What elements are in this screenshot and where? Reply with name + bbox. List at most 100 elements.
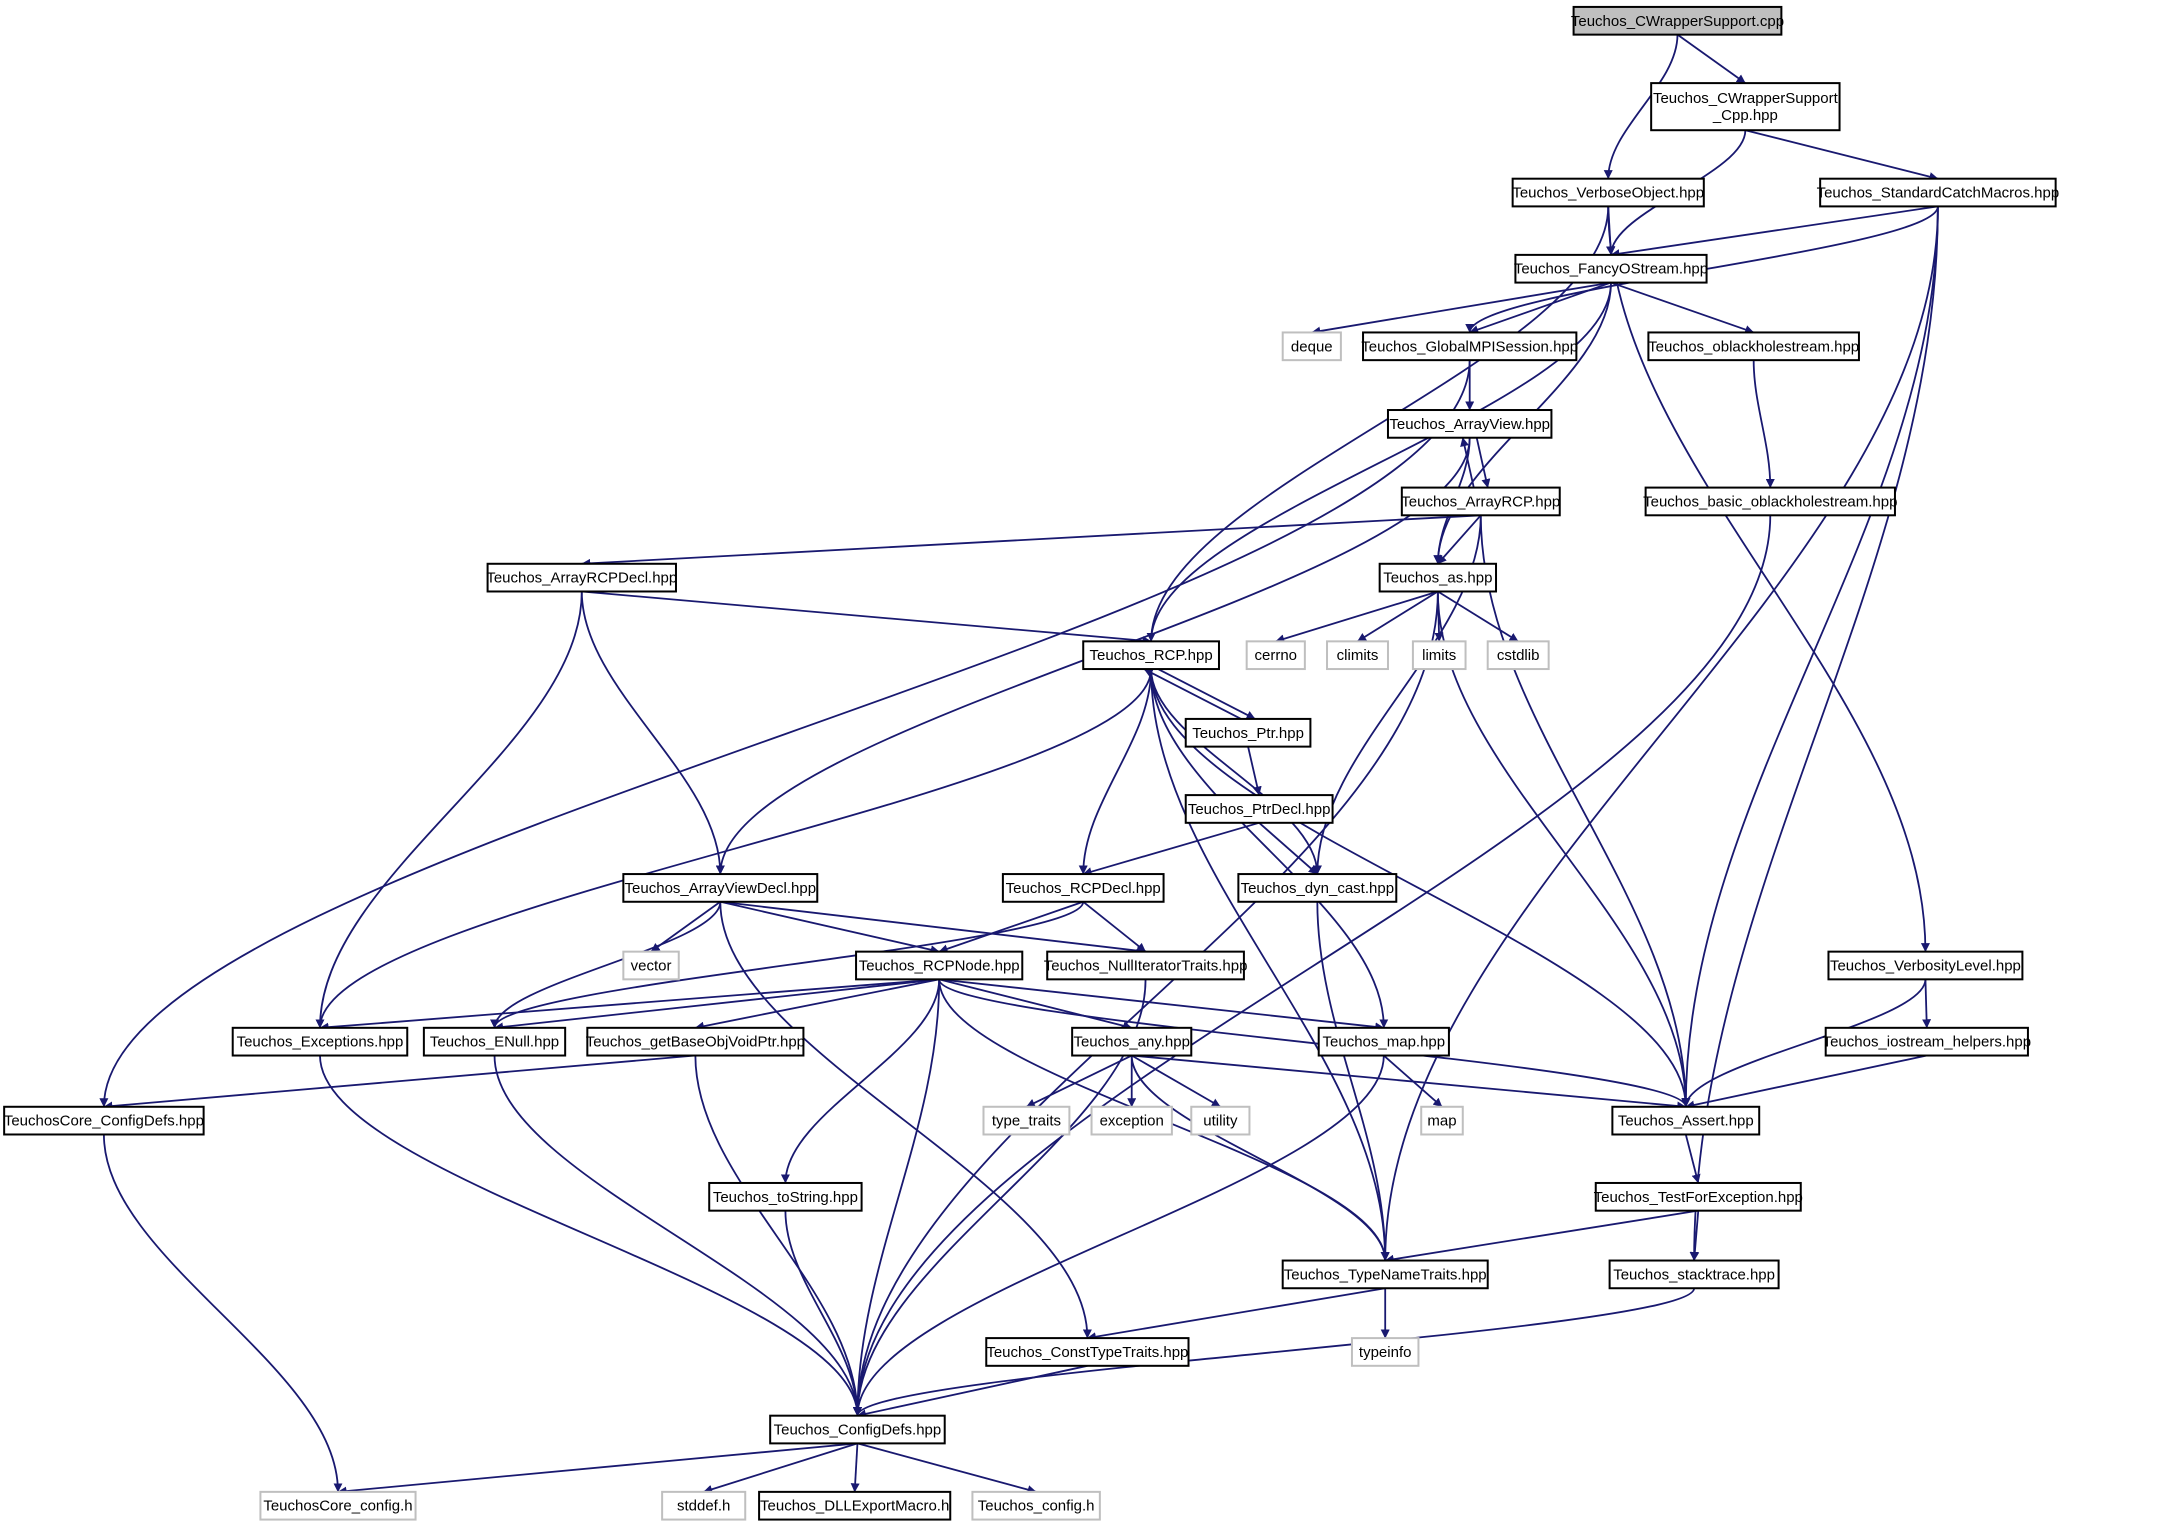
node-label: cerrno: [1255, 647, 1298, 664]
node-label: Teuchos_TestForException.hpp: [1594, 1189, 1803, 1206]
edge-globalmpi-to-coreconfigdefs: [99, 360, 1471, 1108]
node-limits: limits: [1411, 640, 1467, 671]
node-config-h: Teuchos_config.h: [971, 1490, 1101, 1521]
node-stdcatch[interactable]: Teuchos_StandardCatchMacros.hpp: [1817, 177, 2060, 208]
node-tostring[interactable]: Teuchos_toString.hpp: [708, 1181, 863, 1212]
node-label: type_traits: [992, 1113, 1061, 1130]
node-map-hpp[interactable]: Teuchos_map.hpp: [1317, 1026, 1450, 1057]
node-arrayrcp[interactable]: Teuchos_ArrayRCP.hpp: [1400, 486, 1561, 517]
edge-ptr-to-rcp: [1143, 668, 1242, 720]
edge-fancyostream-to-deque: [1311, 281, 1612, 336]
node-oblackhole[interactable]: Teuchos_oblackholestream.hpp: [1647, 331, 1860, 362]
node-cwrapper-hpp[interactable]: Teuchos_CWrapperSupport_Cpp.hpp: [1650, 82, 1841, 132]
node-label: Teuchos_DLLExportMacro.h: [760, 1498, 949, 1515]
edge-any-to-assert: [1131, 1054, 1687, 1111]
node-ptr[interactable]: Teuchos_Ptr.hpp: [1184, 717, 1312, 748]
node-label: Teuchos_stacktrace.hpp: [1613, 1266, 1775, 1283]
node-arrayrcpdecl[interactable]: Teuchos_ArrayRCPDecl.hpp: [486, 562, 677, 593]
node-deque: deque: [1281, 331, 1342, 362]
node-stacktrace[interactable]: Teuchos_stacktrace.hpp: [1608, 1259, 1780, 1290]
edge-testforexc-to-typenametraits: [1384, 1209, 1699, 1264]
node-testforexc[interactable]: Teuchos_TestForException.hpp: [1594, 1181, 1803, 1212]
node-label: Teuchos_iostream_helpers.hpp: [1823, 1034, 2031, 1051]
node-label: _Cpp.hpp: [1712, 107, 1778, 124]
node-label: Teuchos_StandardCatchMacros.hpp: [1817, 185, 2060, 202]
node-verboseobject[interactable]: Teuchos_VerboseObject.hpp: [1511, 177, 1705, 208]
node-label: utility: [1203, 1113, 1238, 1130]
node-as[interactable]: Teuchos_as.hpp: [1378, 562, 1498, 593]
edge-coreconfigdefs-to-coreconfig_h: [102, 1134, 343, 1493]
node-label: Teuchos_config.h: [978, 1498, 1095, 1515]
node-assert[interactable]: Teuchos_Assert.hpp: [1611, 1105, 1761, 1136]
edge-oblackhole-to-basicoblack: [1752, 360, 1775, 489]
node-typenametraits[interactable]: Teuchos_TypeNameTraits.hpp: [1281, 1259, 1489, 1290]
node-arrayviewdecl[interactable]: Teuchos_ArrayViewDecl.hpp: [622, 873, 819, 903]
edge-arrayviewdecl-to-rcpnode: [720, 900, 940, 955]
node-rcp[interactable]: Teuchos_RCP.hpp: [1082, 640, 1220, 671]
node-label: Teuchos_RCPNode.hpp: [859, 957, 1020, 974]
node-configdefs[interactable]: Teuchos_ConfigDefs.hpp: [769, 1414, 946, 1445]
node-label: Teuchos_ArrayView.hpp: [1389, 416, 1550, 433]
edge-arrayrcp-to-as: [1437, 514, 1482, 565]
node-label: TeuchosCore_ConfigDefs.hpp: [4, 1113, 204, 1130]
node-basicoblack[interactable]: Teuchos_basic_oblackholestream.hpp: [1643, 486, 1897, 517]
node-iostreamhelpers[interactable]: Teuchos_iostream_helpers.hpp: [1823, 1026, 2031, 1057]
edge-fancyostream-to-oblackhole: [1610, 281, 1755, 334]
node-rcpdecl[interactable]: Teuchos_RCPDecl.hpp: [1001, 873, 1165, 903]
node-nulliter[interactable]: Teuchos_NullIteratorTraits.hpp: [1044, 950, 1248, 981]
node-layer: Teuchos_CWrapperSupport.cppTeuchos_CWrap…: [3, 5, 2060, 1521]
node-climits: climits: [1326, 640, 1389, 671]
edge-getbaseobj-to-coreconfigdefs: [103, 1054, 696, 1111]
edge-map_hpp-to-configdefs: [852, 1055, 1385, 1417]
node-label: Teuchos_PtrDecl.hpp: [1188, 801, 1331, 818]
edge-configdefs-to-config_h: [857, 1442, 1037, 1494]
edge-any-to-typenametraits: [1130, 1055, 1390, 1261]
edge-rcp-to-assert: [1150, 669, 1691, 1108]
node-ptrdecl[interactable]: Teuchos_PtrDecl.hpp: [1184, 794, 1334, 824]
edge-getbaseobj-to-configdefs: [694, 1055, 862, 1417]
node-label: TeuchosCore_config.h: [263, 1498, 412, 1515]
node-arrayview[interactable]: Teuchos_ArrayView.hpp: [1386, 409, 1553, 439]
node-label: Teuchos_ConstTypeTraits.hpp: [986, 1344, 1188, 1361]
node-getbaseobj[interactable]: Teuchos_getBaseObjVoidPtr.hpp: [586, 1026, 805, 1057]
node-rcpnode[interactable]: Teuchos_RCPNode.hpp: [855, 950, 1024, 981]
node-stddef: stddef.h: [661, 1490, 747, 1521]
edge-arrayviewdecl-to-consttypetraits: [719, 901, 1092, 1339]
edge-as-to-climits: [1357, 590, 1439, 643]
node-utility: utility: [1190, 1105, 1251, 1136]
edge-arrayrcp-to-arrayview: [1460, 437, 1475, 488]
edge-rcp-to-dyncast: [1150, 669, 1322, 875]
edge-arrayrcp-to-assert: [1479, 515, 1691, 1108]
edge-enull-to-configdefs: [493, 1055, 862, 1417]
node-any[interactable]: Teuchos_any.hpp: [1071, 1026, 1193, 1057]
edge-rcpdecl-to-enull: [490, 901, 1085, 1029]
edge-exceptions-to-configdefs: [319, 1055, 862, 1417]
node-label: climits: [1337, 647, 1379, 664]
edge-rcpdecl-to-nulliter: [1082, 901, 1147, 953]
edge-testforexc-to-stacktrace: [1690, 1210, 1700, 1261]
node-cerrno: cerrno: [1245, 640, 1306, 671]
node-label: Teuchos_Exceptions.hpp: [237, 1034, 404, 1051]
node-globalmpi[interactable]: Teuchos_GlobalMPISession.hpp: [1361, 331, 1578, 362]
edge-verbositylevel-to-iostreamhelpers: [1922, 979, 1932, 1029]
edge-tostring-to-configdefs: [784, 1210, 862, 1417]
node-cwrapper-cpp[interactable]: Teuchos_CWrapperSupport.cpp: [1571, 5, 1784, 36]
node-dyncast[interactable]: Teuchos_dyn_cast.hpp: [1237, 873, 1398, 903]
edge-cwrapper_cpp-to-verboseobject: [1603, 34, 1679, 180]
node-label: Teuchos_basic_oblackholestream.hpp: [1643, 493, 1897, 510]
node-verbositylevel[interactable]: Teuchos_VerbosityLevel.hpp: [1827, 950, 2024, 981]
node-cstdlib: cstdlib: [1486, 640, 1550, 671]
node-consttypetraits[interactable]: Teuchos_ConstTypeTraits.hpp: [985, 1337, 1190, 1367]
node-exceptions[interactable]: Teuchos_Exceptions.hpp: [231, 1026, 409, 1057]
edge-rcpnode-to-enull: [494, 978, 940, 1032]
node-dllexport[interactable]: Teuchos_DLLExportMacro.h: [758, 1490, 952, 1521]
node-label: Teuchos_ENull.hpp: [430, 1034, 559, 1051]
node-typeinfo: typeinfo: [1350, 1337, 1420, 1367]
node-fancyostream[interactable]: Teuchos_FancyOStream.hpp: [1514, 253, 1708, 284]
node-label: Teuchos_TypeNameTraits.hpp: [1284, 1266, 1487, 1283]
node-enull[interactable]: Teuchos_ENull.hpp: [422, 1026, 567, 1057]
edge-cwrapper_hpp-to-stdcatch: [1745, 129, 1939, 181]
node-coreconfigdefs[interactable]: TeuchosCore_ConfigDefs.hpp: [3, 1105, 205, 1136]
node-label: cstdlib: [1497, 647, 1540, 664]
